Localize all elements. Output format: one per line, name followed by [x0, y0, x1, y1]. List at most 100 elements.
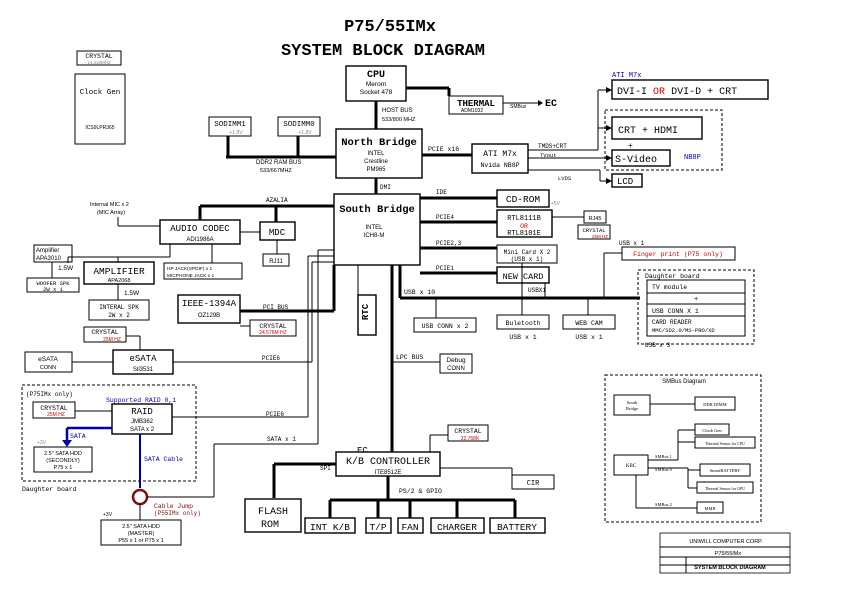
smbus-mmb-box — [696, 501, 724, 514]
minicard-l1: Mini Card X 2 — [504, 249, 551, 256]
ati-title: ATI M7x — [483, 150, 517, 159]
smbus2-label: SMBus 2 — [655, 502, 672, 507]
cable-jump-circle — [131, 488, 149, 506]
crystal-lan-box — [577, 224, 611, 240]
amplifier-box — [83, 261, 155, 285]
crystal-clock-box — [76, 50, 122, 66]
mdc-label: MDC — [269, 228, 286, 238]
jack-l2: MICPHONE JACK x 1 — [167, 273, 215, 279]
hdd1-voltage: +3V — [103, 512, 113, 518]
woofer-l2: 2W x 1 — [43, 286, 64, 293]
bluetooth-usb: USB x 1 — [509, 334, 536, 341]
amp3010-l1: Amplifier — [36, 248, 59, 254]
woofer-box — [26, 277, 80, 293]
smbus0-label: SMBus 0 — [655, 467, 673, 472]
sata-cable-label: SATA Cable — [144, 456, 183, 463]
woofer-l1: WOOFER SPK — [36, 280, 70, 287]
sodimm1-box — [208, 116, 252, 137]
audio-codec-sub: ADI1986A — [186, 237, 213, 243]
crystal-esata-title: CRYSTAL — [91, 329, 118, 336]
esata-conn-l1: eSATA — [38, 356, 58, 363]
fan-label: FAN — [401, 522, 418, 533]
pcie4-label: PCIE4 — [436, 214, 454, 221]
ide-label: IDE — [436, 189, 447, 196]
smbus-ddr-label: DDR DIMM — [703, 402, 726, 407]
lan-box — [496, 209, 553, 238]
lcd-box — [611, 173, 643, 188]
cpu-line1: Merom — [366, 81, 386, 88]
usbconn2-box — [413, 317, 477, 333]
crystal-1394-title: CRYSTAL — [259, 323, 286, 330]
ps2-gpio-label: PS/2 & GPIO — [399, 488, 442, 495]
debug-conn-box — [439, 353, 473, 374]
hdd-master-box — [100, 519, 182, 546]
usb-x3-label: USB x 3 — [645, 342, 671, 349]
crt-group-dashed — [604, 109, 723, 171]
lan-or: OR — [520, 223, 528, 230]
hdd2-voltage: +3V — [37, 440, 47, 446]
minicard-box — [496, 244, 558, 264]
smbus-mmb-label: MMB — [704, 506, 715, 511]
lpc-bus-label: LPC BUS — [396, 354, 423, 361]
rj11-label: RJ11 — [269, 259, 283, 265]
crystal-lan-title: CRYSTAL — [582, 227, 605, 234]
amp3010-l2: APA3010 — [36, 256, 62, 262]
ati-sub: Nvida NB8P — [480, 162, 519, 169]
smbus-kbc-label: KBC — [626, 464, 637, 469]
title-block — [659, 532, 791, 574]
crt-hdmi-box — [611, 116, 703, 140]
clock-gen-sub: ICS9LPR365 — [85, 125, 114, 131]
pci-bus-label: PCI BUS — [263, 304, 289, 311]
rtc-box — [357, 294, 377, 336]
crystal-esata-freq: 25M HZ — [103, 337, 121, 343]
cpu-title: CPU — [367, 70, 385, 81]
north-bridge-l1: INTEL — [367, 151, 385, 157]
crystal-clock-title: CRYSTAL — [85, 53, 112, 60]
bluetooth-title: Buletooth — [505, 320, 540, 327]
cir-label: CIR — [527, 480, 540, 488]
fingerprint-box — [621, 246, 736, 261]
amplifier-sub: APA2068 — [108, 278, 131, 284]
smbus-thermal-gpu-box — [696, 481, 754, 494]
north-bridge-title: North Bridge — [341, 137, 417, 149]
hdd-secondary-box — [33, 446, 93, 473]
pcie-raid-label: PCIE6 — [266, 411, 284, 418]
crystal-kbc-title: CRYSTAL — [454, 428, 481, 435]
azalia-label: AZALIA — [266, 197, 288, 204]
ddr-bus-speed: 533/667MHZ — [260, 168, 292, 174]
title-model: P75/55IMx — [344, 18, 436, 37]
audio-codec-title: AUDIO CODEC — [170, 224, 230, 234]
hdd1-l1: 2.5" SATA HDD — [122, 524, 160, 530]
int-kb-label: INT K/B — [310, 522, 350, 533]
raid-title: RAID — [131, 407, 153, 417]
sodimm0-voltage: +1.8V — [298, 130, 312, 136]
smbus-battery-label: SmartBATTERY — [710, 468, 742, 473]
crystal-1394-freq: 24.576M HZ — [259, 330, 287, 336]
crystal-kbc-box — [447, 424, 489, 442]
clock-gen-title: Clock Gen — [80, 89, 121, 97]
ati-box — [471, 143, 529, 174]
south-bridge-l2: ICH8-M — [364, 233, 385, 239]
fingerprint-label: Finger print (P75 only) — [633, 251, 723, 258]
esata-conn-l2: CONN — [40, 365, 56, 371]
pcie23-label: PCIE2,3 — [436, 240, 462, 247]
tv-plus: + — [694, 296, 698, 304]
webcam-box — [562, 314, 616, 330]
ddr-bus-label: DDR2 RAM BUS — [256, 160, 301, 166]
svideo-box — [611, 149, 671, 167]
battery-box — [489, 517, 546, 534]
cable-jump-l1: Cable Jump — [154, 503, 193, 510]
daughter-right-label: Daughter board — [645, 273, 700, 280]
sodimm1-title: SODIMM1 — [214, 121, 246, 129]
internal-spk-box — [88, 299, 150, 321]
cpu-line2: Socket 478 — [360, 89, 393, 96]
newcard-label: NEW CARD — [503, 272, 544, 282]
dvi-label: DVI-I OR DVI-D + CRT — [617, 87, 737, 98]
rtc-label: RTC — [361, 303, 371, 320]
south-bridge-l1: INTEL — [365, 225, 383, 231]
smbus-kbc-box — [613, 454, 649, 476]
lan-chip-a: RTL8111B — [507, 215, 541, 223]
dmi-label: DMI — [380, 184, 391, 191]
esata-title: eSATA — [129, 354, 157, 364]
hdd1-l3: P55 x 1 or P75 x 1 — [118, 538, 163, 544]
